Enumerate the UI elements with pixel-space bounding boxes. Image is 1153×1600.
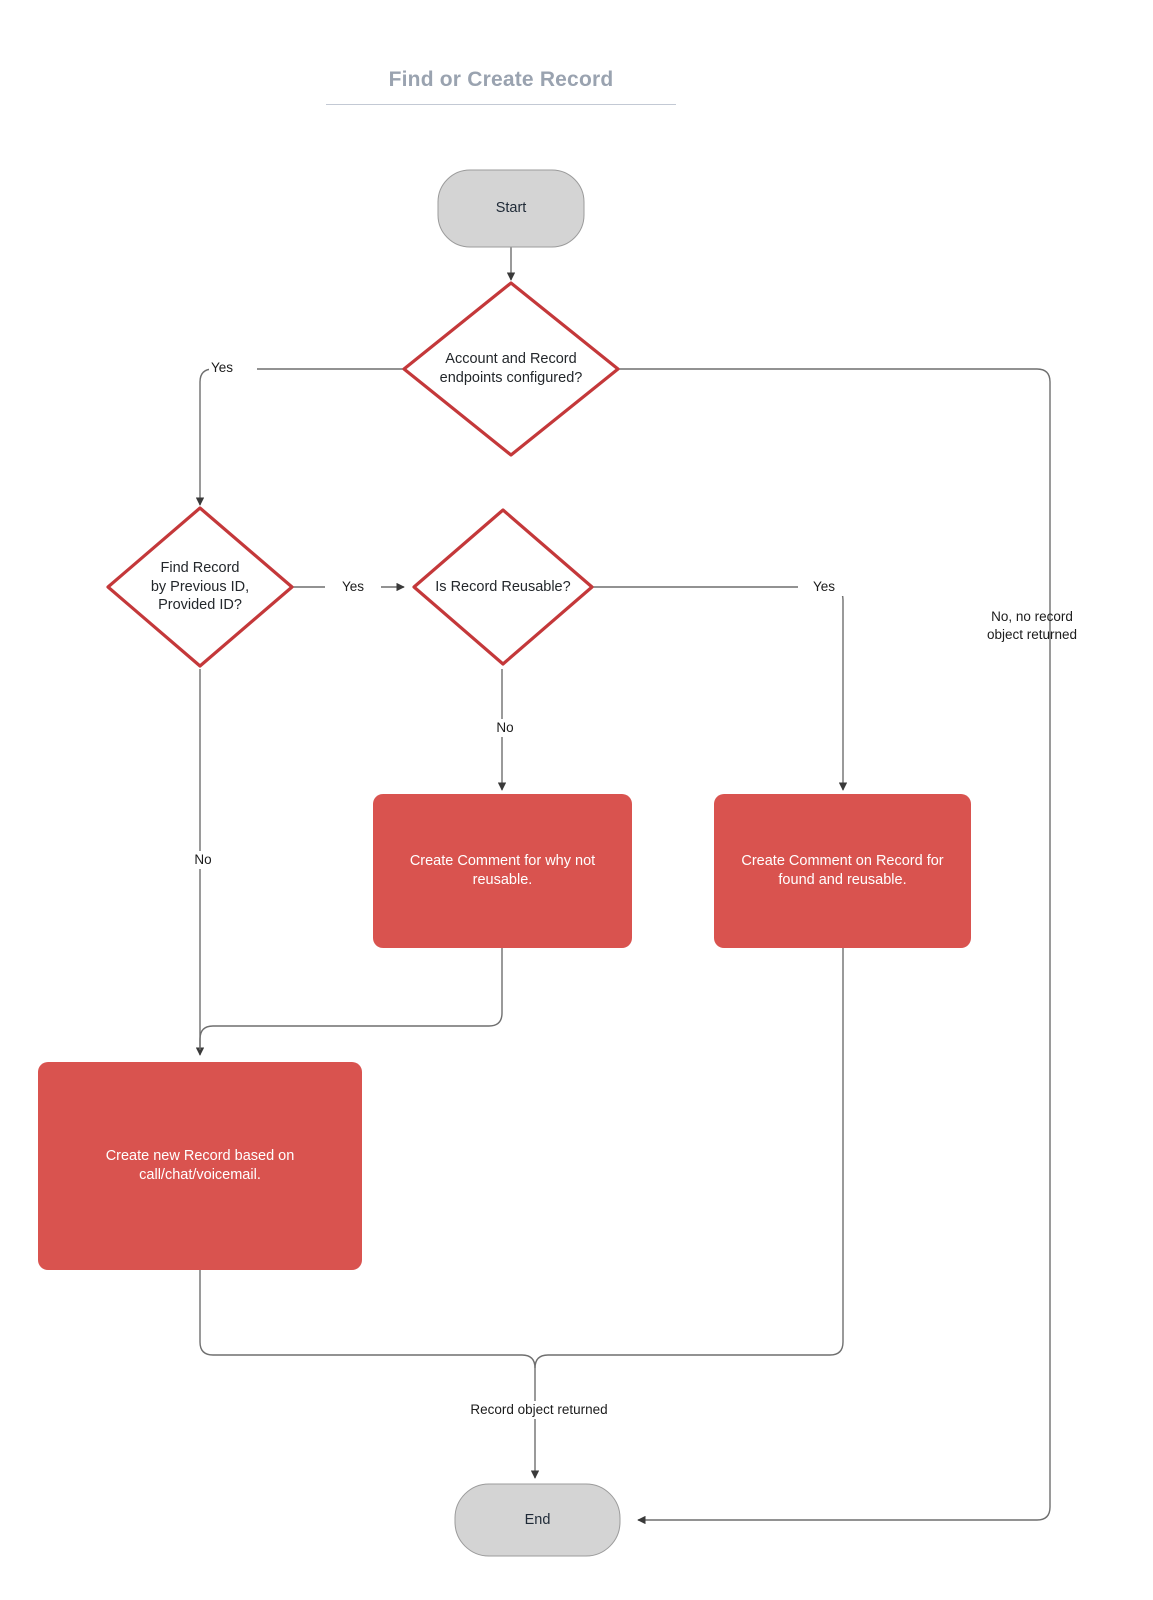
edge-endpoints-yes — [195, 368, 404, 506]
node-create-new-record[interactable] — [38, 1062, 362, 1270]
node-comment-why-not[interactable] — [373, 794, 632, 948]
edge-commentfound-to-merge — [534, 948, 844, 1369]
node-comment-found-reusable[interactable] — [714, 794, 971, 948]
edge-endpoints-no — [619, 368, 1051, 1525]
node-is-reusable-decision[interactable] — [412, 508, 594, 666]
edge-reusable-yes — [593, 586, 848, 791]
node-find-record-decision[interactable] — [106, 506, 294, 668]
node-endpoints-decision[interactable] — [402, 281, 620, 457]
page-title: Find or Create Record — [388, 68, 614, 91]
edge-commentwhynot-to-createrecord — [199, 948, 503, 1050]
node-end[interactable] — [454, 1483, 621, 1557]
node-start[interactable] — [437, 169, 585, 248]
edge-createrecord-to-merge — [199, 1270, 536, 1369]
title-divider — [326, 104, 676, 105]
